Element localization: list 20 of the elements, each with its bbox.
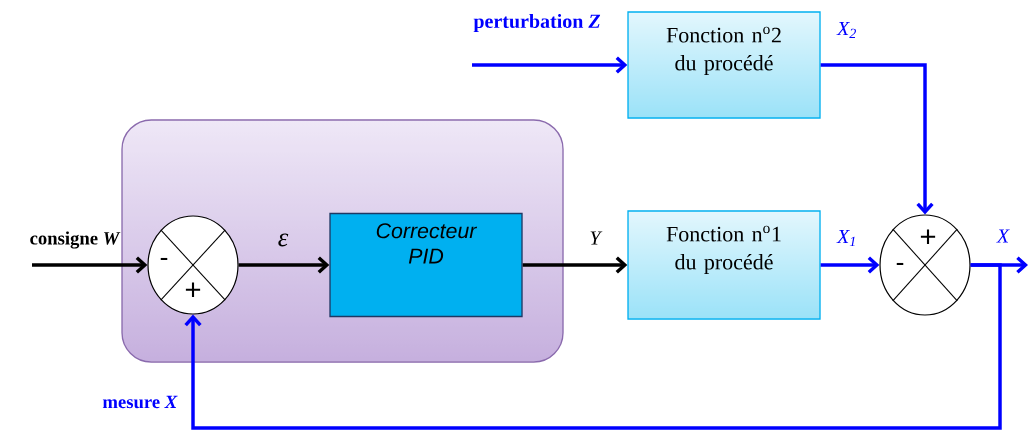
arrow [32,256,148,274]
controller-box: Correcteur PID [329,212,523,318]
summing-junction: + - [879,214,971,316]
arrow [472,56,628,74]
edge-label: X$_{2}$ [836,22,856,38]
edge-label: Y [590,231,603,245]
arrow [820,63,934,215]
edge-label: ε [278,233,289,247]
process-box: Fonction n$^{o}$1 du procédé [627,210,821,320]
edge-label: consigne W [30,231,121,249]
process-box: Fonction n$^{o}$2 du procédé [627,11,821,119]
edge-label: X [996,229,1010,243]
edge-label: mesure X [102,395,178,409]
arrow [820,256,880,274]
arrow [184,263,1002,430]
summing-junction: - + [147,215,239,315]
edge-label: X$_{1}$ [836,230,855,246]
arrow [238,256,330,274]
arrow [522,256,628,274]
edge-label: perturbation Z [473,13,601,33]
